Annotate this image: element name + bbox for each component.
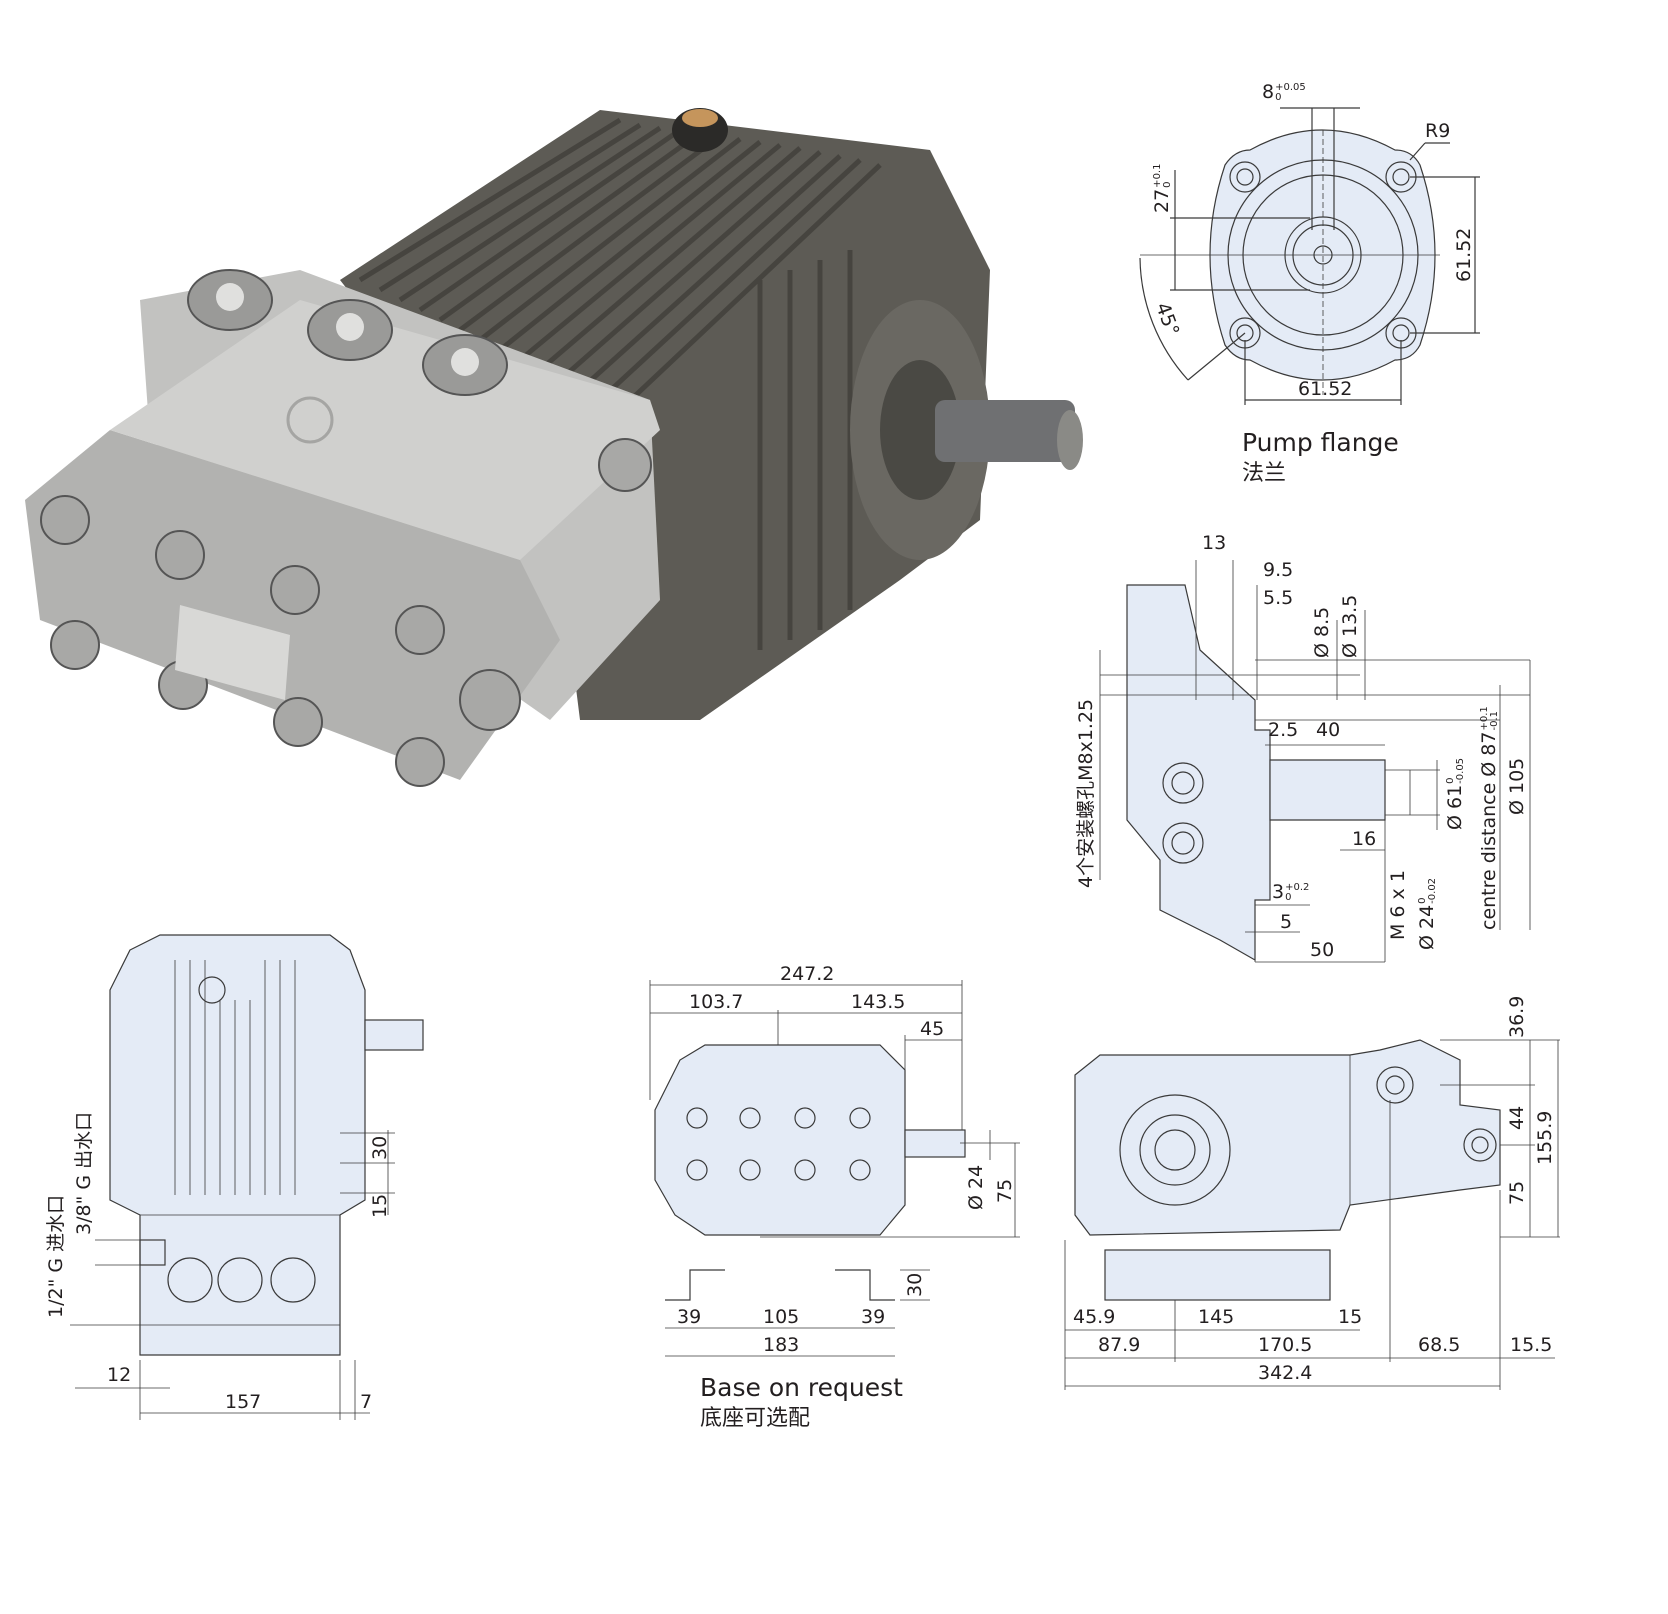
tol-lower: -0.02 (1427, 877, 1438, 904)
dim-45: 45 (920, 1018, 945, 1040)
dim-dia-105: Ø 105 (1506, 757, 1528, 815)
dim-45-9: 45.9 (1073, 1306, 1116, 1328)
flange-horizontal-dim: 61.52 (1298, 378, 1353, 400)
dim-40: 40 (1316, 719, 1341, 741)
dim-30-front: 30 (369, 1135, 391, 1160)
flange-radius-dim: R9 (1425, 120, 1451, 142)
dim-5-5: 5.5 (1263, 587, 1294, 609)
dim-5: 5 (1280, 911, 1293, 933)
tolerance: +0.1-0.1 (1479, 706, 1500, 731)
tol-lower: -0.05 (1455, 757, 1466, 784)
dim-centre-distance: centre distance Ø 87+0.1-0.1 (1478, 706, 1500, 930)
pump-flange-drawing (1139, 107, 1480, 405)
side-section-drawing (1099, 560, 1531, 963)
dim-dia-13-5: Ø 13.5 (1339, 594, 1361, 658)
tol-lower: 0 (1162, 181, 1173, 188)
dim-143-5: 143.5 (851, 991, 906, 1013)
dim-9-5: 9.5 (1263, 559, 1294, 581)
dim-15-rear: 15 (1338, 1306, 1363, 1328)
pump-photo (25, 108, 1083, 787)
tol-upper: +0.2 (1285, 882, 1310, 893)
dim-50: 50 (1310, 939, 1335, 961)
top-view-drawing (649, 980, 1020, 1357)
dim-value: centre distance Ø 87 (1478, 731, 1500, 930)
dim-value: Ø 24 (1416, 904, 1438, 950)
flange-title: Pump flange (1242, 428, 1399, 457)
dim-39-left: 39 (677, 1306, 702, 1328)
dim-44: 44 (1506, 1105, 1528, 1130)
dim-87-9: 87.9 (1098, 1334, 1141, 1356)
dim-value: Ø 61 (1444, 784, 1466, 830)
flange-vertical-dim: 61.52 (1453, 227, 1475, 282)
tol-lower: 0 (1285, 892, 1292, 903)
dim-15-front: 15 (369, 1193, 391, 1218)
tolerance: 0-0.05 (1445, 757, 1466, 784)
dim-value: 27 (1151, 188, 1173, 213)
dim-103-7: 103.7 (689, 991, 744, 1013)
dim-105: 105 (763, 1306, 800, 1328)
dim-75-rear: 75 (1506, 1180, 1528, 1205)
dim-75-top: 75 (994, 1178, 1016, 1203)
dim-2-5: 2.5 (1268, 719, 1299, 741)
flange-title-cn: 法兰 (1242, 461, 1287, 486)
outlet-label: 3/8" G 出水口 (73, 1111, 95, 1235)
dim-16: 16 (1352, 828, 1377, 850)
dim-dia-24: Ø 24 (965, 1164, 987, 1210)
dim-342-4: 342.4 (1258, 1362, 1313, 1384)
tolerance: 0-0.02 (1417, 877, 1438, 904)
tol-lower: 0 (1275, 92, 1282, 103)
dim-30-base: 30 (904, 1272, 926, 1297)
dim-183: 183 (763, 1334, 800, 1356)
dim-145: 145 (1198, 1306, 1235, 1328)
side-view-drawing (1064, 1039, 1560, 1390)
dim-value: 8 (1262, 81, 1275, 103)
dim-157: 157 (225, 1391, 262, 1413)
dim-thread-m6: M 6 x 1 (1387, 870, 1409, 940)
inlet-label: 1/2" G 进水口 (45, 1194, 67, 1318)
dim-13: 13 (1202, 532, 1227, 554)
dim-39-right: 39 (861, 1306, 886, 1328)
dim-7: 7 (360, 1391, 373, 1413)
dim-15-5: 15.5 (1510, 1334, 1553, 1356)
base-note: Base on request (700, 1373, 903, 1402)
tol-upper: +0.05 (1275, 82, 1306, 93)
dim-170-5: 170.5 (1258, 1334, 1313, 1356)
dim-247-2: 247.2 (780, 963, 835, 985)
dim-68-5: 68.5 (1418, 1334, 1461, 1356)
dim-36-9: 36.9 (1506, 995, 1528, 1038)
dim-dia-8-5: Ø 8.5 (1311, 606, 1333, 658)
dim-155-9: 155.9 (1534, 1110, 1556, 1165)
front-view-drawing (70, 934, 424, 1420)
base-note-cn: 底座可选配 (700, 1406, 811, 1431)
dim-12: 12 (107, 1364, 132, 1386)
dim-value: 3 (1272, 881, 1285, 903)
mounting-holes-note: 4个安装螺孔M8x1.25 (1075, 698, 1097, 888)
tol-lower: -0.1 (1489, 711, 1500, 731)
